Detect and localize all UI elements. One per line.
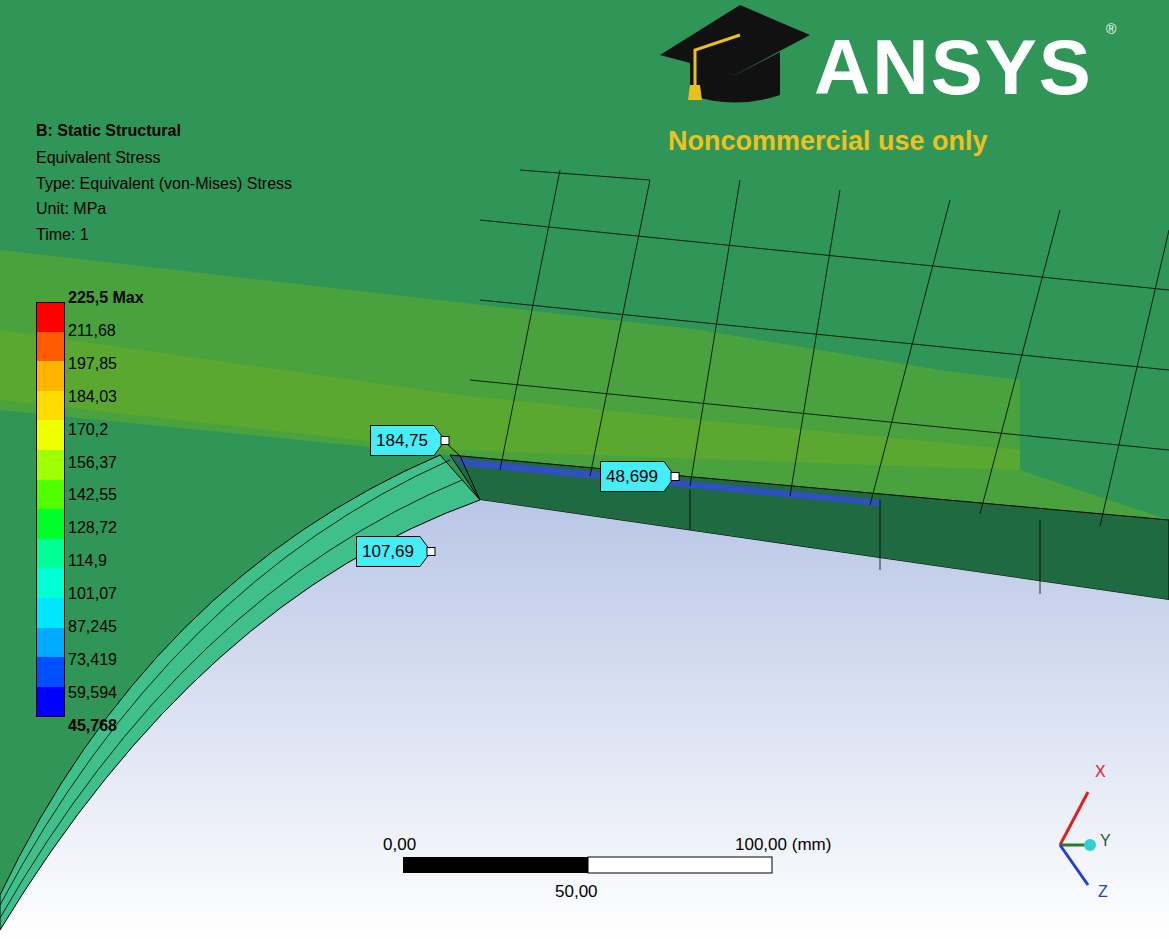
color-swatch	[36, 598, 65, 628]
callout-outline	[371, 425, 446, 455]
mesh-line	[0, 460, 450, 905]
probe-value: 48,699	[606, 468, 676, 485]
legend-value: 87,245	[68, 619, 117, 635]
legend-value: 114,9	[68, 553, 107, 569]
tassel	[688, 85, 702, 100]
scale-value: 100,00 (mm)	[735, 836, 831, 853]
color-swatch	[36, 509, 65, 539]
color-swatch	[36, 420, 65, 450]
triad-origin-sphere	[1084, 839, 1096, 851]
mortarboard	[660, 5, 810, 75]
mesh-line	[590, 180, 650, 476]
scale-value: 0,00	[383, 836, 416, 853]
probe-point	[427, 547, 435, 555]
mesh-line	[880, 500, 881, 570]
mesh-line	[520, 170, 650, 180]
axis-label: X	[1095, 764, 1106, 780]
model-title: B: Static Structural	[36, 123, 181, 139]
callout-outline	[357, 536, 432, 566]
registered-mark: ®	[1106, 22, 1116, 36]
callout-outline	[601, 461, 676, 491]
time-label: Time: 1	[36, 227, 89, 243]
color-swatch	[36, 450, 65, 480]
scale-bar	[403, 857, 772, 873]
color-swatch	[36, 480, 65, 510]
legend-value: 128,72	[68, 520, 117, 536]
color-swatch	[36, 628, 65, 658]
axis-label: Y	[1100, 833, 1111, 849]
mesh-line	[690, 180, 740, 486]
y-axis	[1060, 844, 1088, 847]
legend-value: 156,37	[68, 455, 117, 471]
color-swatch	[36, 568, 65, 598]
mesh-line	[690, 490, 691, 530]
axis-triad	[1060, 792, 1096, 885]
mesh-line	[0, 480, 462, 918]
logo-wordmark: ANSYS	[814, 28, 1093, 106]
license-note: Noncommercial use only	[668, 128, 988, 155]
mesh-line	[980, 210, 1060, 514]
mesh-line	[500, 170, 560, 470]
ansys-logo-icon	[660, 5, 810, 103]
legend-value: 184,03	[68, 389, 117, 405]
legend-value: 211,68	[68, 323, 116, 339]
unit-label: Unit: MPa	[36, 201, 106, 217]
legend-value: 101,07	[68, 586, 117, 602]
legend-value: 45,768	[68, 718, 117, 734]
color-swatch	[36, 302, 65, 332]
mesh-line	[480, 300, 1169, 370]
probe-value: 184,75	[376, 432, 446, 449]
color-swatch	[36, 539, 65, 569]
color-swatch	[36, 332, 65, 362]
legend-value: 59,594	[68, 685, 117, 701]
probe-callout: 107,69	[356, 536, 432, 567]
probe-callout: 184,75	[370, 425, 446, 456]
probe-point	[441, 436, 449, 444]
mesh-line	[480, 220, 1169, 290]
axis-label: Z	[1098, 884, 1108, 900]
stress-band	[0, 330, 1020, 470]
color-swatch	[36, 391, 65, 421]
scale-bar-segment	[588, 857, 772, 873]
legend-value: 142,55	[68, 487, 117, 503]
color-swatch	[36, 657, 65, 687]
legend-value: 170,2	[68, 422, 108, 438]
color-swatch	[36, 687, 65, 717]
probe-value: 107,69	[362, 543, 432, 560]
legend-value: 225,5 Max	[68, 290, 144, 306]
color-swatch	[36, 361, 65, 391]
mesh-line	[790, 190, 840, 496]
result-type: Type: Equivalent (von-Mises) Stress	[36, 176, 292, 192]
mesh-grid	[470, 170, 1169, 594]
probe-point	[671, 472, 679, 480]
scale-value: 50,00	[555, 883, 598, 900]
legend-value: 73,419	[68, 652, 117, 668]
low-stress-strip	[455, 458, 880, 506]
mortarboard	[690, 52, 780, 103]
mesh-line	[870, 200, 950, 505]
probe-callout: 48,699	[600, 461, 676, 492]
mesh-line	[470, 380, 1169, 450]
scale-bar-segment	[403, 857, 588, 873]
z-axis	[1060, 845, 1088, 885]
cutout-background	[0, 500, 1169, 939]
x-axis	[1060, 792, 1088, 845]
tassel	[695, 35, 740, 85]
legend-value: 197,85	[68, 356, 117, 372]
mesh-line	[1040, 520, 1041, 594]
mesh-line	[445, 442, 480, 500]
result-name: Equivalent Stress	[36, 150, 161, 166]
mesh-line	[1100, 230, 1169, 526]
